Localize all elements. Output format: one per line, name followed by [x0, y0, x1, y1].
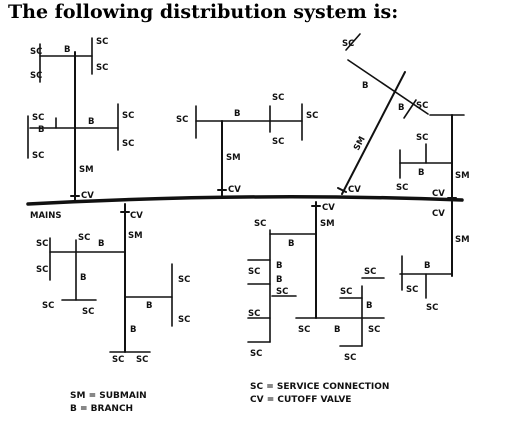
sc-label: SC	[368, 325, 380, 335]
b-label: B	[276, 261, 282, 271]
cv-label: CV	[348, 185, 361, 195]
cutoff-valve	[337, 187, 347, 193]
sc-label: SC	[136, 355, 148, 365]
sc-label: SC	[42, 301, 54, 311]
sc-label: SC	[416, 101, 428, 111]
sc-label: SC	[178, 275, 190, 285]
sc-label: SC	[112, 355, 124, 365]
cv-label: CV	[81, 191, 94, 201]
cv-label: CV	[432, 209, 445, 219]
sc-label: SC	[254, 219, 266, 229]
sc-label: SC	[82, 307, 94, 317]
sc-label: SC	[340, 287, 352, 297]
branch-line	[403, 99, 417, 119]
b-label: B	[80, 273, 86, 283]
sc-label: SC	[36, 239, 48, 249]
legend-submain: SM = SUBMAIN	[70, 391, 147, 401]
sc-label: SC	[122, 139, 134, 149]
sm-label: SM	[320, 219, 335, 229]
cv-label: CV	[130, 211, 143, 221]
b-label: B	[130, 325, 136, 335]
sc-label: SC	[298, 325, 310, 335]
sc-label: SC	[426, 303, 438, 313]
sc-label: SC	[30, 71, 42, 81]
sm-label: SM	[79, 165, 94, 175]
sm-label: SM	[226, 153, 241, 163]
sc-label: SC	[176, 115, 188, 125]
mains-pipe	[26, 195, 464, 206]
b-label: B	[362, 81, 368, 91]
sc-label: SC	[342, 39, 354, 49]
sc-label: SC	[250, 349, 262, 359]
sc-label: SC	[272, 93, 284, 103]
legend-service-connection: SC = SERVICE CONNECTION	[250, 382, 389, 392]
mains-label: MAINS	[30, 211, 61, 221]
sc-label: SC	[248, 309, 260, 319]
sc-label: SC	[32, 151, 44, 161]
sc-label: SC	[122, 111, 134, 121]
b-label: B	[64, 45, 70, 55]
b-label: B	[146, 301, 152, 311]
sc-label: SC	[248, 267, 260, 277]
b-label: B	[398, 103, 404, 113]
cv-label: CV	[432, 189, 445, 199]
b-label: B	[424, 261, 430, 271]
b-label: B	[334, 325, 340, 335]
sc-label: SC	[416, 133, 428, 143]
sm-label: SM	[128, 231, 143, 241]
page-title: The following distribution system is:	[8, 1, 399, 23]
b-label: B	[276, 275, 282, 285]
legend-cutoff-valve: CV = CUTOFF VALVE	[250, 395, 351, 405]
sc-label: SC	[78, 233, 90, 243]
b-label: B	[38, 125, 44, 135]
sc-label: SC	[396, 183, 408, 193]
sc-label: SC	[32, 113, 44, 123]
cv-label: CV	[228, 185, 241, 195]
sc-label: SC	[344, 353, 356, 363]
b-label: B	[234, 109, 240, 119]
legend-branch: B = BRANCH	[70, 404, 133, 414]
b-label: B	[288, 239, 294, 249]
submain-line	[341, 71, 406, 195]
b-label: B	[418, 168, 424, 178]
sc-label: SC	[36, 265, 48, 275]
sc-label: SC	[96, 63, 108, 73]
b-label: B	[98, 239, 104, 249]
b-label: B	[88, 117, 94, 127]
sc-label: SC	[276, 287, 288, 297]
sc-label: SC	[96, 37, 108, 47]
b-label: B	[366, 301, 372, 311]
branch-line	[347, 59, 429, 115]
sc-label: SC	[306, 111, 318, 121]
cv-label: CV	[322, 203, 335, 213]
sm-label: SM	[455, 235, 470, 245]
sc-label: SC	[272, 137, 284, 147]
branch-line	[345, 33, 361, 51]
sc-label: SC	[30, 47, 42, 57]
sm-label: SM	[455, 171, 470, 181]
sc-label: SC	[178, 315, 190, 325]
sc-label: SC	[406, 285, 418, 295]
sc-label: SC	[364, 267, 376, 277]
